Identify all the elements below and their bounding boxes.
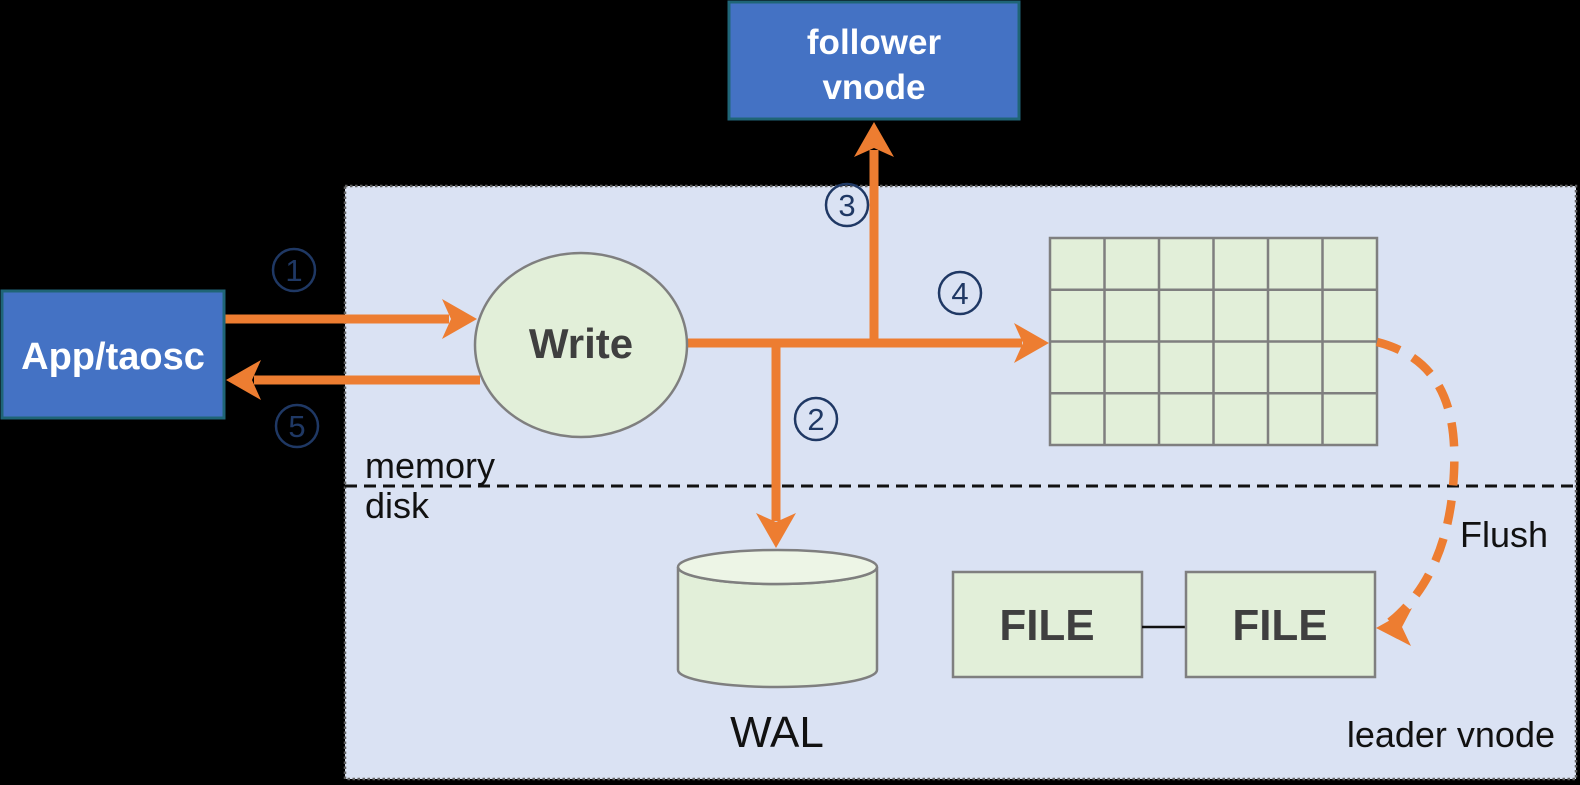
memory-label: memory [365, 445, 495, 486]
file-right-box [1184, 570, 1377, 679]
step-5-number: 5 [288, 409, 305, 444]
arrow-4-write-to-grid [688, 323, 1049, 363]
flush-arrow [1375, 337, 1459, 646]
follower-vnode-label-line2: vnode [822, 68, 925, 107]
write-node: Write [473, 251, 689, 439]
step-1-circle [271, 247, 317, 293]
write-label: Write [529, 320, 633, 367]
arrow-1-app-to-write [224, 299, 477, 339]
step-2-badge: 2 [793, 396, 839, 442]
wal-cylinder-top [676, 548, 879, 586]
step-3-badge: 3 [824, 182, 870, 228]
arrow-2-head [756, 513, 796, 548]
file-right-label: FILE [1232, 601, 1327, 650]
file-left-node: FILE [951, 570, 1144, 679]
arrow-3-head [854, 122, 894, 157]
step-2-circle [793, 396, 839, 442]
disk-label: disk [365, 485, 430, 526]
step-4-badge: 4 [937, 270, 983, 316]
wal-label: WAL [730, 708, 824, 757]
memtable-grid [1048, 236, 1379, 447]
app-taosc-node: App/taosc [0, 289, 226, 420]
step-1-number: 1 [285, 253, 302, 288]
write-circle [473, 251, 689, 439]
follower-vnode-box [727, 0, 1021, 121]
file-left-label: FILE [999, 601, 1094, 650]
flush-arrowhead [1376, 608, 1412, 646]
follower-vnode-node: follower vnode [727, 0, 1021, 121]
arrow-4-head [1014, 323, 1049, 363]
step-4-circle [937, 270, 983, 316]
follower-vnode-label-line1: follower [807, 23, 942, 62]
app-taosc-label: App/taosc [21, 336, 205, 378]
flush-label: Flush [1460, 514, 1548, 555]
wal-node: WAL [676, 548, 879, 757]
step-1-badge: 1 [271, 247, 317, 293]
step-4-number: 4 [951, 276, 968, 311]
step-5-circle [274, 403, 320, 449]
flush-arrow-curve [1375, 337, 1459, 626]
file-left-box [951, 570, 1144, 679]
leader-vnode-label: leader vnode [1347, 714, 1555, 755]
file-right-node: FILE [1184, 570, 1377, 679]
step-2-number: 2 [807, 402, 824, 437]
step-3-circle [824, 182, 870, 228]
arrow-2-to-wal [756, 339, 796, 548]
step-5-badge: 5 [274, 403, 320, 449]
memtable-grid-lines [1050, 238, 1377, 445]
arrow-3-to-follower [854, 122, 894, 347]
arrow-5-head [226, 360, 261, 400]
arrow-5-write-to-app [226, 360, 480, 400]
arrow-1-head [442, 299, 477, 339]
step-3-number: 3 [838, 188, 855, 223]
app-taosc-box [0, 289, 226, 420]
